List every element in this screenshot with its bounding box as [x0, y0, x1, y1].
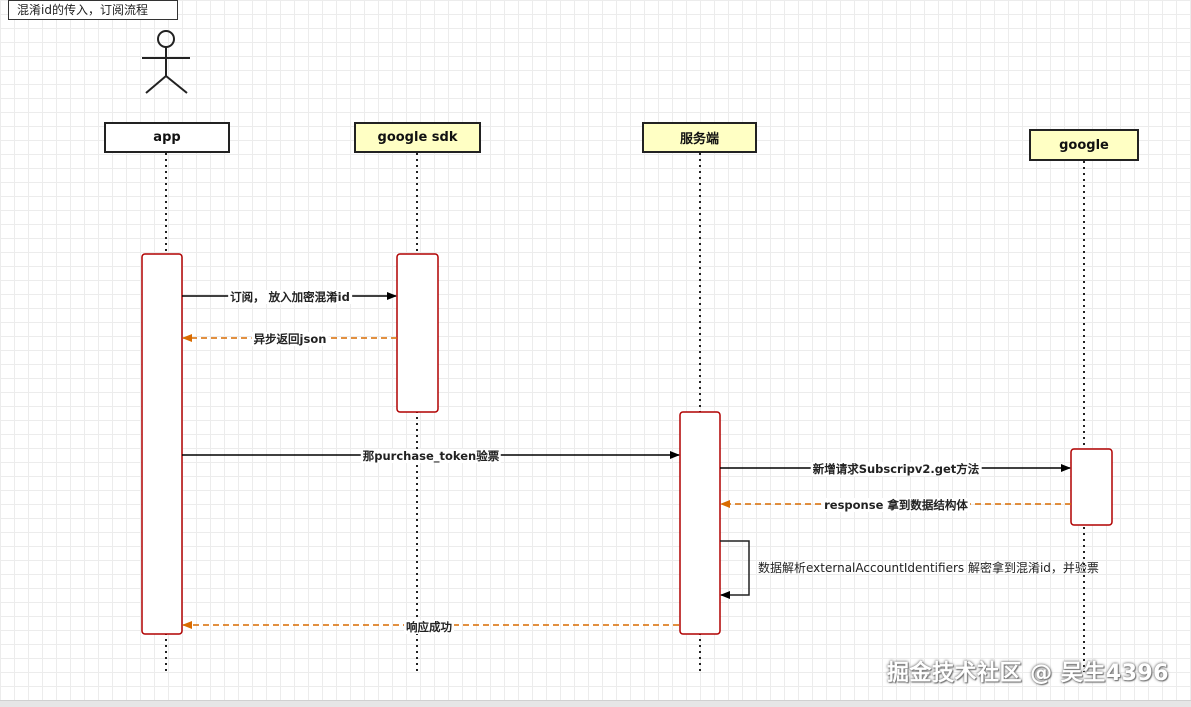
arrow-self-parse [720, 540, 750, 599]
label-subscribe: 订阅， 放入加密混淆id [228, 290, 352, 304]
diagram-title: 混淆id的传入，订阅流程 [8, 0, 178, 20]
participant-google-sdk: google sdk [354, 122, 481, 153]
activation-server [679, 411, 721, 635]
participant-google: google [1029, 129, 1139, 161]
activation-sdk [396, 253, 439, 413]
label-success: 响应成功 [404, 620, 454, 634]
activation-google [1070, 448, 1113, 526]
watermark: 掘金技术社区 @ 吴生4396 [886, 661, 1169, 686]
bottom-scroll-bar [0, 700, 1191, 707]
label-async-json: 异步返回json [251, 332, 329, 346]
participant-server: 服务端 [642, 122, 757, 153]
activation-app [141, 253, 183, 635]
participant-app: app [104, 122, 230, 153]
label-response: response 拿到数据结构体 [822, 498, 970, 512]
label-subscripv2-get: 新增请求Subscripv2.get方法 [810, 462, 982, 476]
label-self-parse: 数据解析externalAccountIdentifiers 解密拿到混淆id，… [758, 561, 1099, 575]
label-purchase-token: 那purchase_token验票 [360, 449, 502, 463]
actor-stick-figure [142, 30, 190, 94]
